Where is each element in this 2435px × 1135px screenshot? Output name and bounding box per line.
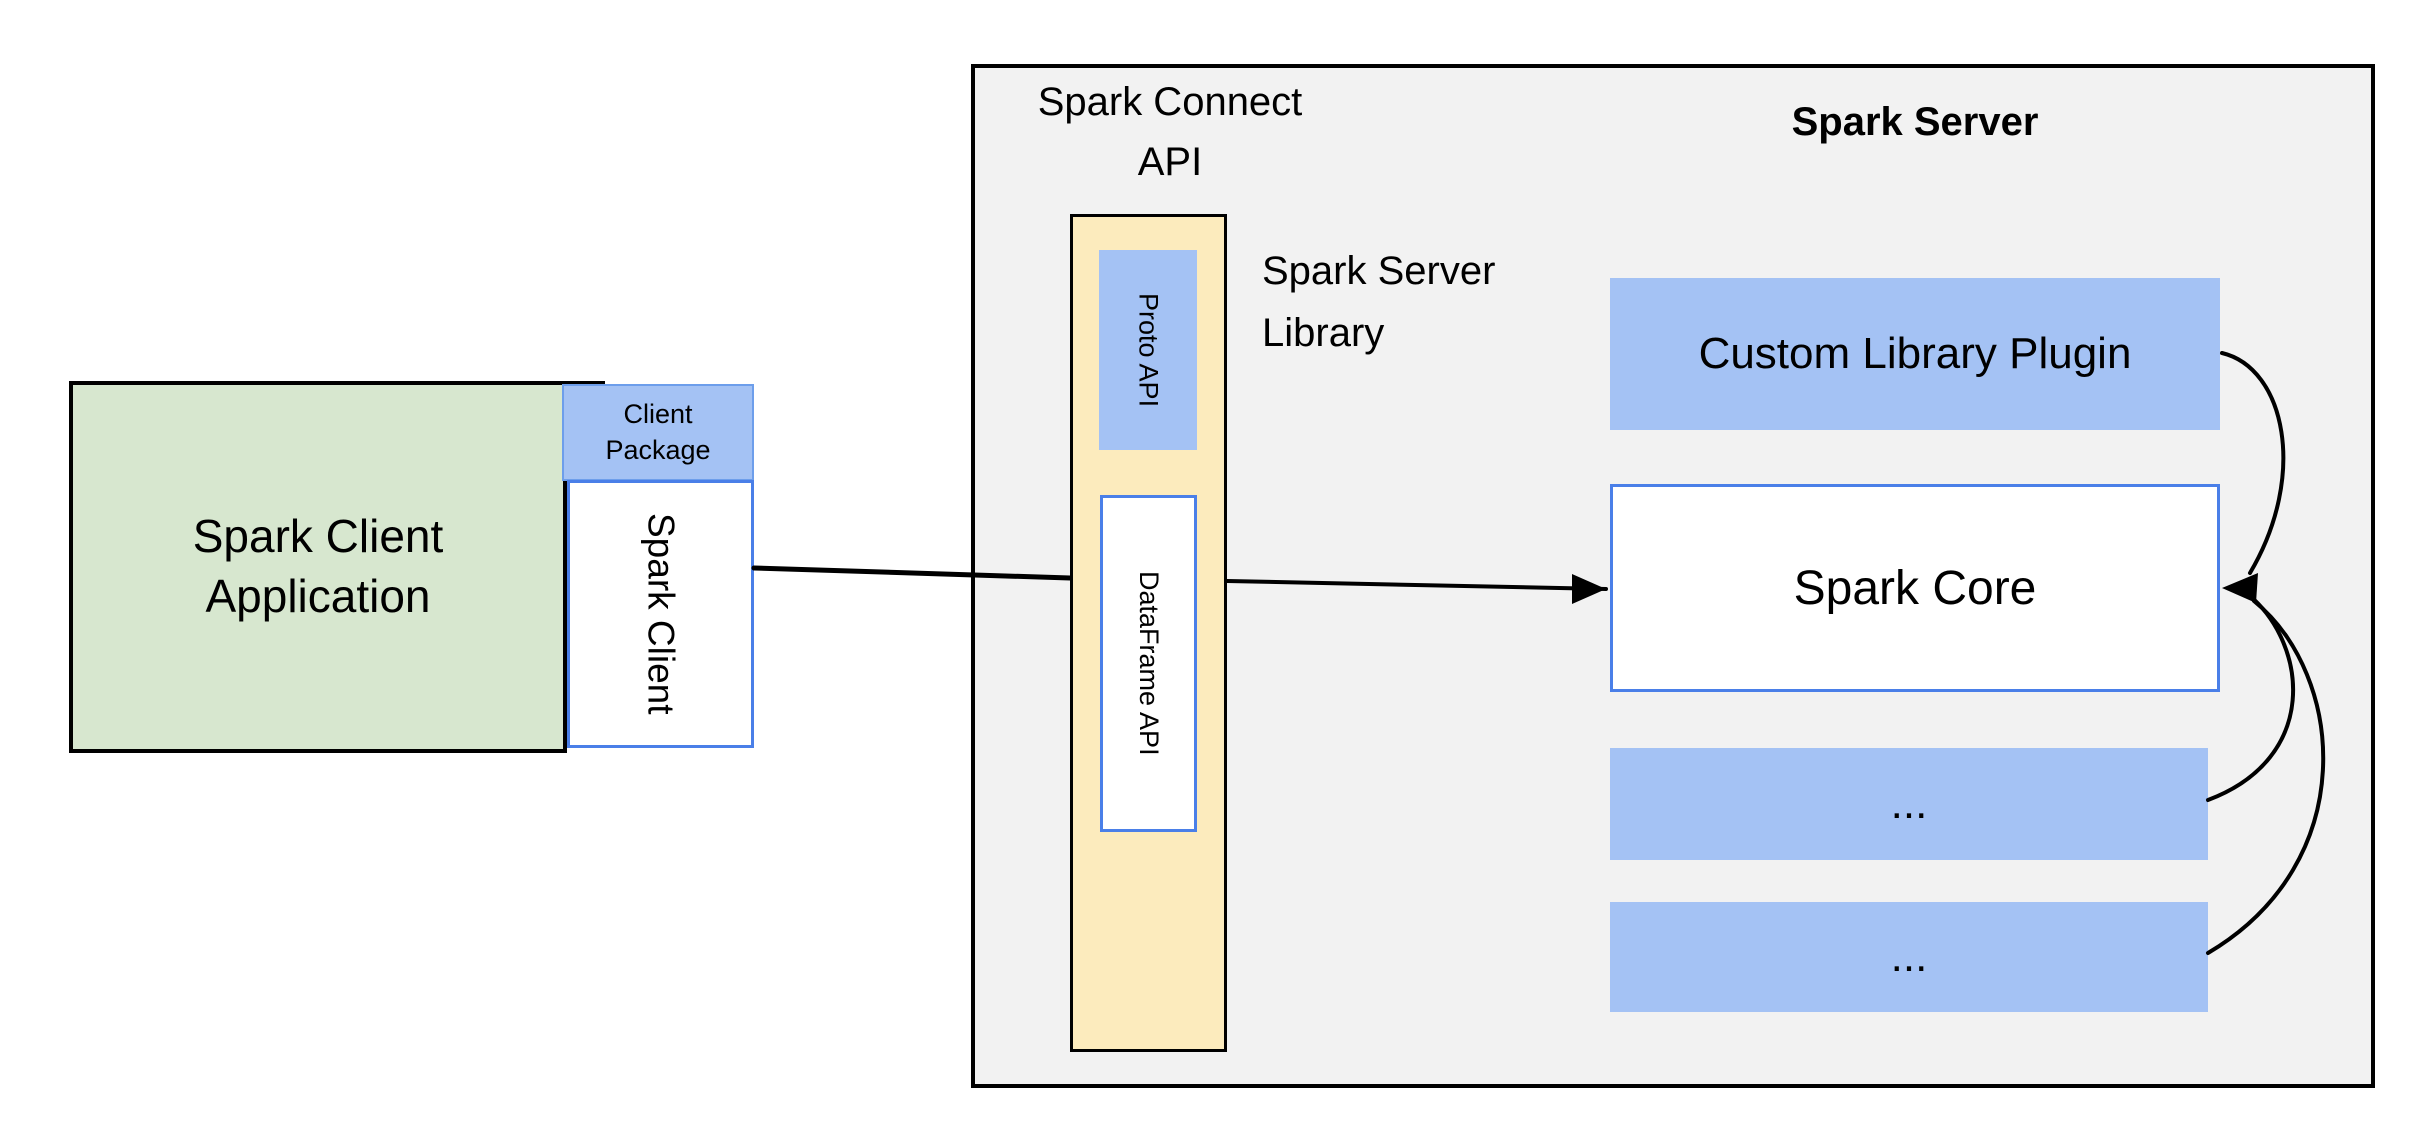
spark-server-library-label-line1: Spark Server [1262, 249, 1496, 293]
spark-connect-api-label: Spark Connect API [980, 72, 1360, 192]
plugin-placeholder-2-label: ... [1890, 932, 1928, 981]
plugin-placeholder-box-1: ... [1610, 748, 2208, 860]
dataframe-api-box: DataFrame API [1100, 495, 1197, 832]
spark-connect-api-label-line1: Spark Connect [1037, 80, 1303, 124]
proto-api-box: Proto API [1099, 250, 1197, 450]
spark-client-label: Spark Client [640, 513, 682, 715]
client-package-label-line1: Client [623, 399, 693, 430]
spark-server-title: Spark Server [1791, 100, 2039, 144]
spark-client-application-label-line1: Spark Client [192, 510, 444, 563]
plugin-placeholder-box-2: ... [1610, 902, 2208, 1012]
spark-client-box: Spark Client [567, 480, 754, 748]
client-package-label-line2: Package [605, 434, 711, 465]
client-box-border-tick [563, 381, 605, 385]
spark-connect-api-label-line2: API [1137, 140, 1203, 184]
custom-library-plugin-box: Custom Library Plugin [1610, 278, 2220, 430]
spark-server-library-label-line2: Library [1262, 311, 1385, 355]
dataframe-api-label: DataFrame API [1134, 571, 1164, 756]
spark-client-application-box: Spark Client Application [69, 381, 567, 753]
client-package-box: Client Package [562, 384, 754, 481]
plugin-placeholder-1-label: ... [1890, 779, 1928, 828]
spark-client-application-label-line2: Application [205, 570, 431, 622]
spark-server-library-label: Spark Server Library [1262, 240, 1592, 364]
proto-api-label: Proto API [1133, 292, 1164, 408]
custom-library-plugin-label: Custom Library Plugin [1698, 329, 2132, 378]
spark-core-box: Spark Core [1610, 484, 2220, 692]
spark-core-label: Spark Core [1793, 561, 2037, 615]
